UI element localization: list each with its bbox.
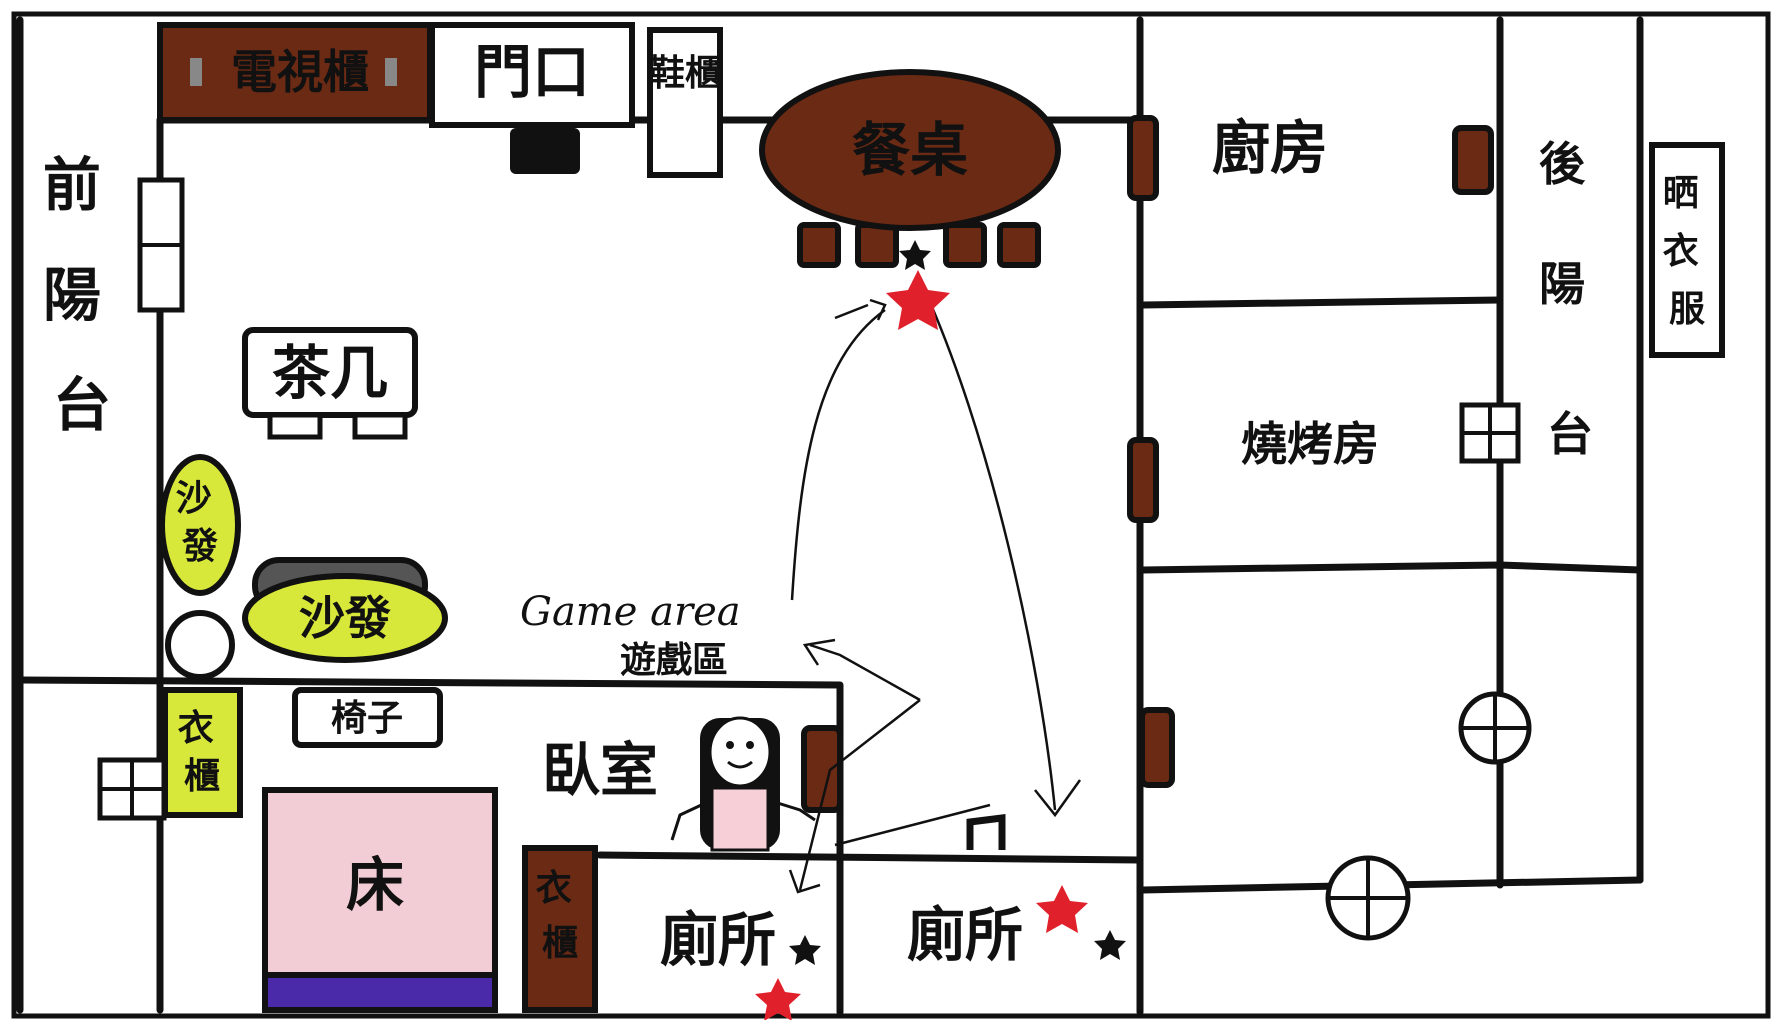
laundry: 晒 衣 服	[1649, 142, 1725, 358]
route-stars	[755, 240, 1126, 1020]
door-ironing	[1127, 437, 1159, 523]
shoe-cabinet-label: 鞋櫃	[649, 53, 721, 94]
star-dining	[886, 270, 950, 330]
windows	[97, 177, 1532, 941]
game-area-zh-label: 遊戲區	[620, 640, 728, 681]
restroom-right-label: 廁所	[907, 901, 1023, 969]
window-bedroom	[97, 757, 167, 821]
sofa-label: 沙發	[299, 591, 391, 645]
game-area-label: Game area	[520, 589, 741, 635]
door-mat	[510, 128, 580, 174]
door-lower	[1139, 707, 1175, 788]
tv-cabinet: 電視櫃	[157, 22, 433, 123]
chair-label: 椅子	[331, 698, 403, 739]
front-balcony: 前 陽 台	[43, 151, 121, 439]
bed: 床	[262, 787, 498, 1013]
tea-table-label: 茶几	[272, 339, 388, 407]
kitchen-label: 廚房	[1212, 114, 1328, 182]
window-kitchen-mid	[1459, 402, 1521, 464]
armchair	[165, 610, 235, 680]
shoe-cabinet: 鞋櫃	[647, 27, 723, 178]
window-front	[137, 177, 185, 313]
wardrobe-bottom: 衣 櫃	[522, 845, 598, 1013]
svg-text:沙 發: 沙 發	[176, 478, 225, 567]
window-round-2	[1325, 855, 1411, 941]
bedroom-label: 臥室	[542, 736, 658, 804]
chair: 椅子	[292, 687, 443, 748]
route-to-game-area	[809, 643, 921, 702]
svg-text:衣 櫃: 衣 櫃	[178, 708, 227, 797]
door-kitchen	[1127, 115, 1159, 201]
star-restroom	[1036, 885, 1088, 933]
tv-cabinet-label: 電視櫃	[231, 45, 369, 99]
back-balcony: 後 陽 台	[1539, 137, 1601, 461]
back-balcony-label: 後 陽 台	[1539, 137, 1601, 461]
route-to-restroom	[918, 279, 1057, 811]
door-kitchen-right	[1452, 125, 1494, 195]
route-to-toilet	[798, 699, 921, 891]
doors	[801, 115, 1494, 850]
dining-table-label: 餐桌	[852, 116, 968, 184]
sofa-vertical: 沙 發	[159, 454, 241, 596]
svg-text:前 陽 台: 前 陽 台	[43, 151, 121, 439]
restroom-left-label: 廁所	[660, 906, 776, 974]
girl-figure	[670, 716, 816, 852]
window-round-1	[1458, 691, 1532, 765]
star-black-2	[789, 935, 821, 965]
ironing-room-label: 燒烤房	[1241, 417, 1379, 471]
sofa: 沙發	[242, 557, 448, 663]
route-arrows	[788, 279, 1082, 894]
tea-table: 茶几	[242, 327, 418, 440]
door-restroom	[966, 814, 1006, 850]
bed-label: 床	[346, 851, 404, 919]
svg-text:晒 衣 服: 晒 衣 服	[1663, 173, 1712, 330]
route-to-dining	[790, 308, 886, 601]
door-bedroom	[801, 725, 843, 813]
star-black-1	[899, 240, 931, 270]
svg-text:衣 櫃: 衣 櫃	[536, 868, 585, 964]
star-black-3	[1094, 930, 1126, 960]
entrance: 門口	[429, 22, 635, 174]
star-toilet	[755, 978, 801, 1020]
entrance-label: 門口	[474, 38, 590, 106]
dining-table: 餐桌	[759, 69, 1061, 268]
wardrobe-left: 衣 櫃	[162, 687, 243, 818]
